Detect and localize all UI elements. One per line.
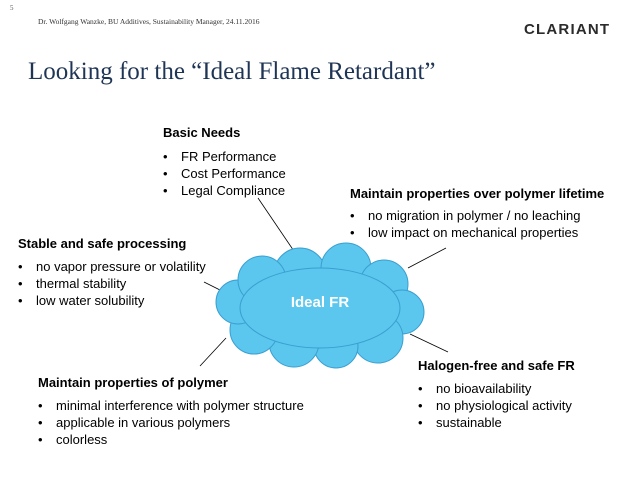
slide-number: 5 xyxy=(10,4,14,12)
bullet-list: FR Performance Cost Performance Legal Co… xyxy=(163,148,286,199)
clariant-logo: CLARIANT xyxy=(524,21,611,38)
list-item: no vapor pressure or volatility xyxy=(18,258,206,275)
group-heading: Stable and safe processing xyxy=(18,236,187,251)
list-item: FR Performance xyxy=(163,148,286,165)
slide-title: Looking for the “Ideal Flame Retardant” xyxy=(28,58,436,85)
bullet-list: no bioavailability no physiological acti… xyxy=(418,380,575,431)
list-item: no physiological activity xyxy=(418,397,575,414)
group-heading: Basic Needs xyxy=(163,125,241,140)
list-item: low water solubility xyxy=(18,292,206,309)
list-item: minimal interference with polymer struct… xyxy=(38,397,304,414)
bullet-list: no vapor pressure or volatility thermal … xyxy=(18,258,206,309)
list-item: thermal stability xyxy=(18,275,206,292)
ideal-fr-label: Ideal FR xyxy=(290,294,350,311)
connector-lifetime xyxy=(407,247,447,269)
group-stable-processing: Stable and safe processing no vapor pres… xyxy=(18,236,206,309)
list-item: low impact on mechanical properties xyxy=(350,224,604,241)
cloud-shape xyxy=(215,242,425,369)
cloud-circles xyxy=(215,242,425,369)
group-heading: Maintain properties of polymer xyxy=(38,375,228,390)
group-maintain-polymer: Maintain properties of polymer minimal i… xyxy=(38,375,304,448)
list-item: no bioavailability xyxy=(418,380,575,397)
bullet-list: no migration in polymer / no leaching lo… xyxy=(350,207,604,241)
connector-polymer xyxy=(199,337,227,367)
list-item: colorless xyxy=(38,431,304,448)
group-maintain-lifetime: Maintain properties over polymer lifetim… xyxy=(350,186,604,241)
list-item: Cost Performance xyxy=(163,165,286,182)
connector-halogen xyxy=(409,333,449,353)
list-item: applicable in various polymers xyxy=(38,414,304,431)
list-item: sustainable xyxy=(418,414,575,431)
ideal-fr-cloud: Ideal FR xyxy=(208,238,432,372)
bullet-list: minimal interference with polymer struct… xyxy=(38,397,304,448)
group-heading: Halogen-free and safe FR xyxy=(418,358,575,373)
list-item: no migration in polymer / no leaching xyxy=(350,207,604,224)
header-meta: Dr. Wolfgang Wanzke, BU Additives, Susta… xyxy=(38,17,260,26)
group-halogen-free: Halogen-free and safe FR no bioavailabil… xyxy=(418,358,575,431)
list-item: Legal Compliance xyxy=(163,182,286,199)
group-heading: Maintain properties over polymer lifetim… xyxy=(350,186,605,201)
group-basic-needs: Basic Needs FR Performance Cost Performa… xyxy=(163,125,286,199)
